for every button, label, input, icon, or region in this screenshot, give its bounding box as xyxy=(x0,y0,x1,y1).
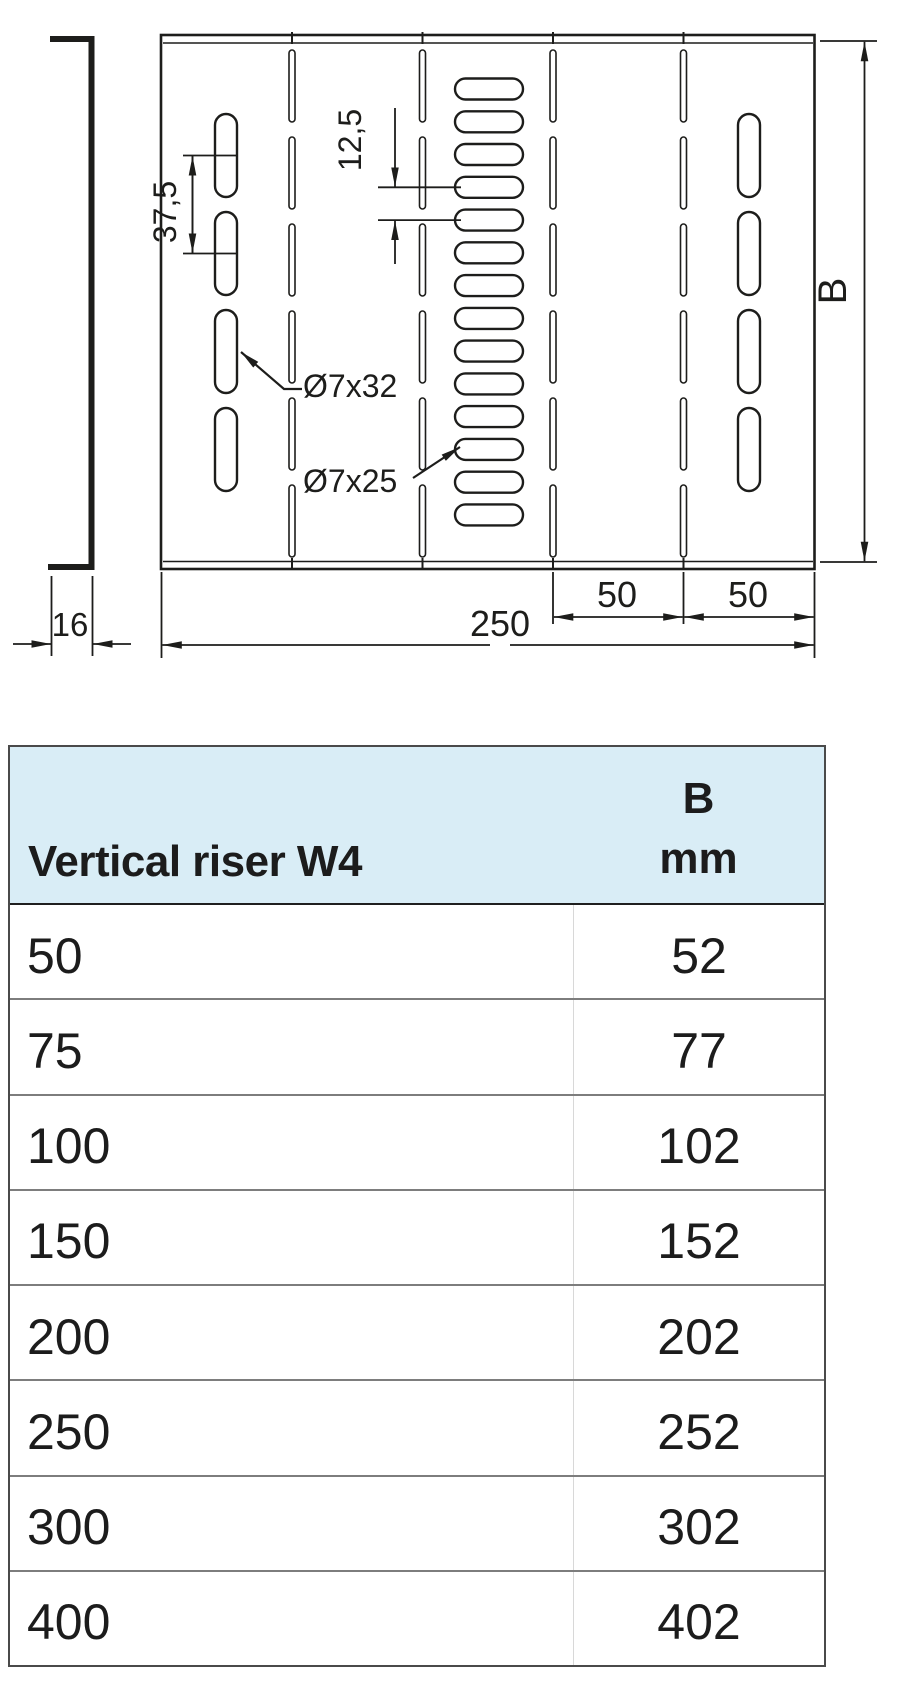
header-b-symbol: B xyxy=(682,774,715,823)
row-b-value: 77 xyxy=(573,1000,824,1094)
slot-column-center-7x25 xyxy=(453,77,525,527)
row-width-value: 50 xyxy=(27,927,83,984)
slot-column-left-7x32 xyxy=(213,112,239,493)
dimension-thickness-16 xyxy=(13,576,131,656)
header-b-column: B mm xyxy=(573,747,824,903)
dim-16-label: 16 xyxy=(52,606,89,643)
slot-large-label: Ø7x32 xyxy=(303,368,397,404)
slot-small-label: Ø7x25 xyxy=(303,463,397,499)
dim-B-label: B xyxy=(811,278,855,305)
row-b-value: 152 xyxy=(573,1190,824,1284)
row-b-value: 102 xyxy=(573,1095,824,1189)
table-row: 75 77 xyxy=(10,1000,824,1096)
dim-50-label-1: 50 xyxy=(597,574,637,615)
slit-column-1 xyxy=(288,49,296,558)
slit-column-3 xyxy=(549,49,557,558)
dimension-B xyxy=(820,40,877,563)
table-row: 300 302 xyxy=(10,1476,824,1572)
table-header: Vertical riser W4 B mm xyxy=(10,747,824,905)
header-product-name: Vertical riser W4 xyxy=(28,837,362,886)
row-width-value: 400 xyxy=(27,1594,111,1651)
row-width-value: 150 xyxy=(27,1213,111,1270)
row-width-value: 100 xyxy=(27,1118,111,1175)
slit-column-4 xyxy=(679,49,688,558)
table-row: 200 202 xyxy=(10,1286,824,1382)
slit-column-2 xyxy=(418,49,427,558)
dim-37-5-label: 37,5 xyxy=(147,181,183,243)
leader-slot-small xyxy=(412,446,461,479)
edge-notches xyxy=(291,32,685,570)
table-row: 150 152 xyxy=(10,1190,824,1286)
table-body: 50 52 75 77 100 102 150 152 200 202 250 … xyxy=(10,905,824,1665)
row-b-value: 202 xyxy=(573,1286,824,1380)
row-b-value: 252 xyxy=(573,1381,824,1475)
row-width-value: 300 xyxy=(27,1499,111,1556)
dimension-37-5 xyxy=(183,154,237,255)
row-b-value: 52 xyxy=(573,905,824,999)
technical-drawing: 16 xyxy=(13,32,877,658)
table-row: 250 252 xyxy=(10,1381,824,1477)
header-b-unit: mm xyxy=(659,834,738,883)
row-b-value: 402 xyxy=(573,1571,824,1665)
spec-table: Vertical riser W4 B mm 50 52 75 77 100 1… xyxy=(8,745,826,1667)
table-row: 50 52 xyxy=(10,905,824,1001)
plate-front-view xyxy=(159,32,816,571)
row-width-value: 75 xyxy=(27,1022,83,1079)
row-width-value: 250 xyxy=(27,1403,111,1460)
table-row: 100 102 xyxy=(10,1095,824,1191)
dimension-12-5 xyxy=(378,108,461,264)
leader-slot-large xyxy=(240,351,302,391)
dimension-50-segments xyxy=(552,572,816,658)
dim-12-5-label: 12,5 xyxy=(332,109,368,171)
row-b-value: 302 xyxy=(573,1476,824,1570)
dimension-250 xyxy=(160,572,814,658)
slot-column-right-7x32 xyxy=(736,112,762,493)
table-row: 400 402 xyxy=(10,1571,824,1665)
dim-50-label-2: 50 xyxy=(728,574,768,615)
dim-250-label: 250 xyxy=(470,603,530,644)
row-width-value: 200 xyxy=(27,1308,111,1365)
side-profile-view: 16 xyxy=(13,36,131,656)
